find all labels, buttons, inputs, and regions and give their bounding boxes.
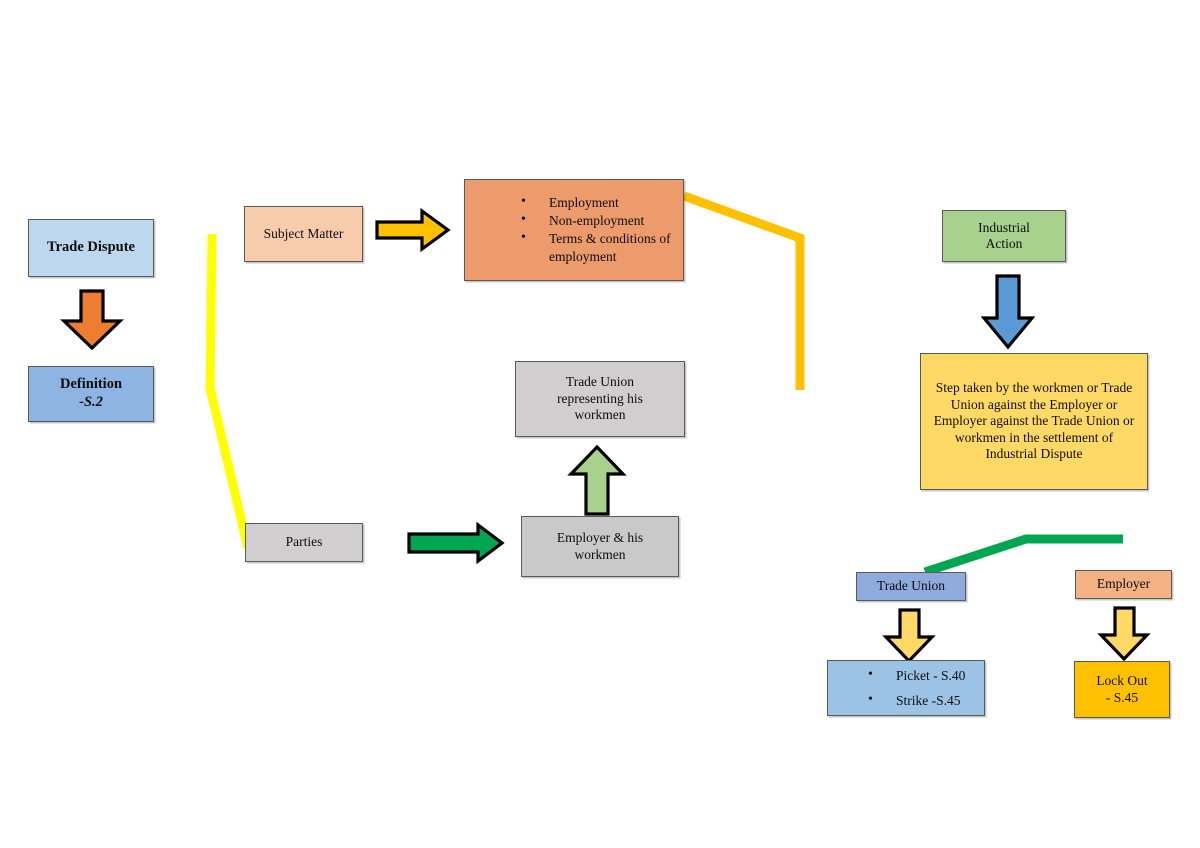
box-employer-workmen-line1: Employer & his <box>556 530 644 546</box>
box-lock-out-line1: Lock Out <box>1096 673 1148 689</box>
arrow-up-icon-trade-union <box>567 444 627 516</box>
box-industrial-action-definition-text: Step taken by the workmen or Trade Union… <box>933 380 1135 462</box>
box-industrial-action-line1: Industrial <box>978 219 1030 235</box>
arrow-right-icon-parties <box>407 521 505 565</box>
arrow-down-icon-trade-union <box>882 608 936 664</box>
box-union-actions[interactable]: Picket - S.40 Strike -S.45 <box>827 660 985 716</box>
box-subject-matter-items[interactable]: Employment Non-employment Terms & condit… <box>464 179 684 281</box>
box-lock-out[interactable]: Lock Out - S.45 <box>1074 661 1170 718</box>
box-definition-line2: -S.2 <box>79 394 103 410</box>
box-trade-union-representing-line1: Trade Union <box>565 374 635 390</box>
list-item: Picket - S.40 <box>868 666 984 685</box>
box-lock-out-line2: - S.45 <box>1105 689 1139 705</box>
list-item: Non-employment <box>521 211 683 230</box>
arrow-down-icon-employer <box>1097 606 1151 662</box>
arrow-right-icon-subject-matter <box>375 207 451 253</box>
box-industrial-action-line2: Action <box>985 236 1023 251</box>
box-trade-union-representing[interactable]: Trade Union representing his workmen <box>515 361 685 437</box>
box-trade-dispute-label: Trade Dispute <box>47 239 135 256</box>
box-trade-union-label: Trade Union <box>876 578 946 594</box>
box-parties-label: Parties <box>285 534 323 550</box>
box-trade-union-representing-line2: representing his <box>557 390 643 406</box>
box-industrial-action[interactable]: Industrial Action <box>942 210 1066 262</box>
box-subject-matter[interactable]: Subject Matter <box>244 206 363 262</box>
arrow-down-icon-definition <box>60 289 124 351</box>
box-subject-matter-label: Subject Matter <box>263 225 344 241</box>
box-trade-dispute[interactable]: Trade Dispute <box>28 219 154 277</box>
box-trade-union[interactable]: Trade Union <box>856 572 966 601</box>
box-definition[interactable]: Definition -S.2 <box>28 366 154 422</box>
list-item: Employment <box>521 193 683 212</box>
arrow-down-icon-industrial-action <box>980 274 1036 350</box>
box-employer-workmen[interactable]: Employer & his workmen <box>521 516 679 577</box>
box-employer[interactable]: Employer <box>1075 570 1172 599</box>
box-employer-workmen-line2: workmen <box>574 546 626 562</box>
box-industrial-action-definition[interactable]: Step taken by the workmen or Trade Union… <box>920 353 1148 490</box>
list-item: Terms & conditions of employment <box>521 229 683 266</box>
box-parties[interactable]: Parties <box>245 523 363 562</box>
box-trade-union-representing-line3: workmen <box>574 407 626 423</box>
box-employer-label: Employer <box>1096 576 1151 592</box>
box-definition-line1: Definition <box>59 376 123 393</box>
list-item: Strike -S.45 <box>868 691 984 710</box>
